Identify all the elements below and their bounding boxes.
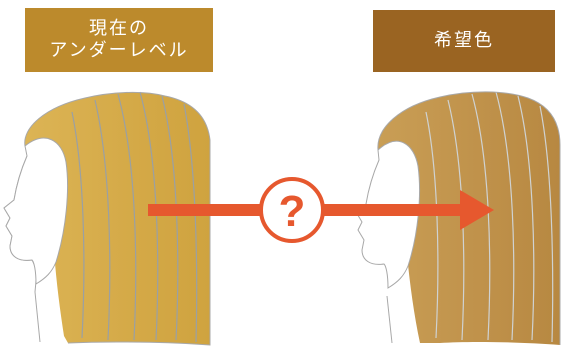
- left-face-window: [3, 137, 69, 285]
- target-hair-illustration: [355, 91, 561, 345]
- arrow-shaft-left: [148, 204, 260, 216]
- question-mark-text: ?: [279, 187, 306, 236]
- current-underlevel-label-line2: アンダーレベル: [49, 40, 189, 61]
- transition-arrow: ?: [148, 177, 494, 243]
- left-hair: [24, 92, 210, 345]
- right-neck: [386, 295, 393, 344]
- target-color-label: 希望色: [373, 10, 555, 72]
- target-color-label-text: 希望色: [434, 30, 494, 51]
- left-hair-outline: [24, 91, 211, 346]
- arrow-shaft-right: [324, 204, 464, 216]
- arrow-head: [460, 190, 494, 230]
- left-neck: [34, 291, 41, 343]
- current-hair-illustration: [3, 91, 211, 346]
- current-underlevel-label-line1: 現在の: [89, 18, 149, 39]
- right-hair-outline: [377, 91, 561, 345]
- question-circle: [259, 177, 325, 243]
- current-underlevel-label: 現在の アンダーレベル: [25, 8, 213, 72]
